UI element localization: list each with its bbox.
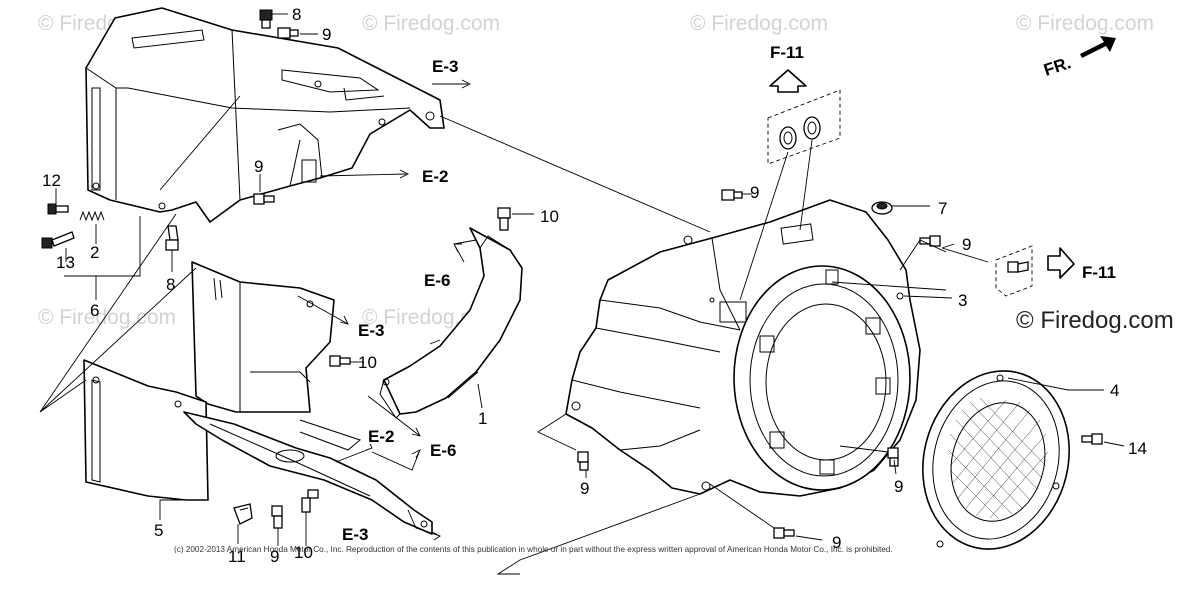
bolt-detail-box: [995, 245, 1033, 297]
bolt-13: [41, 231, 75, 249]
grommet-detail-box: [739, 89, 841, 301]
ref-e3-mid: E-3: [358, 321, 384, 340]
bolt-8-lower: [165, 225, 179, 251]
reference-arrows: [297, 79, 477, 541]
callout-9-shroud-d: 9: [894, 477, 903, 496]
callout-10-c: 10: [294, 543, 313, 562]
clip-11: [233, 503, 253, 525]
leader-lines: [39, 13, 1125, 575]
watermark-4: © Firedog.com: [1016, 12, 1154, 35]
front-arrow-icon: [1080, 36, 1116, 58]
upper-shroud-part-6: [85, 7, 445, 223]
bolt-9-shroud-b: [919, 235, 941, 247]
callout-8-lower: 8: [166, 275, 175, 294]
callout-11: 11: [228, 547, 246, 566]
ref-e6-top: E-6: [424, 271, 450, 290]
bolt-8-top: [259, 9, 273, 29]
hardware: [41, 9, 1103, 539]
bolt-9-mid: [253, 193, 275, 205]
callout-3: 3: [958, 291, 967, 310]
ref-e2-low: E-2: [368, 427, 394, 446]
ref-e6-low: E-6: [430, 441, 456, 460]
air-guide-part-1: [379, 227, 523, 419]
ref-e3-low: E-3: [342, 525, 368, 544]
spring-2: [79, 210, 105, 222]
callout-10-b: 10: [358, 353, 377, 372]
front-marker: FR.: [1041, 53, 1073, 80]
callout-7: 7: [938, 199, 947, 218]
bolt-9-shroud-d: [887, 447, 899, 467]
bolt-9-shroud-c: [577, 451, 589, 471]
callout-12: 12: [42, 171, 61, 190]
callout-2: 2: [90, 243, 99, 262]
bolt-9-shroud-e: [773, 527, 795, 539]
bolt-9-shroud-a: [721, 189, 743, 201]
bolt-12: [47, 203, 69, 215]
callout-9-shroud-c: 9: [580, 479, 589, 498]
watermark-corner: © Firedog.com: [1016, 307, 1174, 334]
lower-shroud-part-5: [83, 359, 209, 501]
ref-f11-top: F-11: [770, 43, 804, 62]
callout-9-shroud-b: 9: [962, 235, 971, 254]
bolt-9-top: [277, 27, 299, 39]
bolt-10-c: [301, 489, 319, 513]
bolt-10-b: [329, 355, 351, 367]
callout-9-shroud-e: 9: [832, 533, 841, 552]
callout-9-lowleft: 9: [270, 547, 279, 566]
bolt-10-a: [497, 207, 511, 231]
labels: 8 9 9 12 2 13 6 8 10 10 1 5 11 9 10 9 7 …: [42, 5, 1147, 566]
callout-8-top: 8: [292, 5, 301, 24]
callout-9-top: 9: [322, 25, 331, 44]
right-arrow-icon: [1047, 247, 1075, 279]
copyright-notice: (c) 2002-2013 American Honda Motor Co., …: [174, 545, 893, 554]
watermark-3: © Firedog.com: [690, 12, 828, 35]
base-bracket: [183, 411, 433, 535]
bolt-9-lowleft: [271, 505, 283, 529]
up-arrow-icon: [769, 69, 807, 93]
callout-9-shroud-a: 9: [750, 183, 759, 202]
side-plate: [191, 261, 335, 413]
callout-5: 5: [154, 521, 163, 540]
grommet-7: [871, 201, 893, 215]
bolt-14: [1081, 433, 1103, 445]
ref-e2-top: E-2: [422, 167, 448, 186]
ref-f11-right: F-11: [1082, 263, 1116, 282]
callout-9-mid: 9: [254, 157, 263, 176]
watermark-2: © Firedog.com: [362, 12, 500, 35]
watermark-5: © Firedog.com: [38, 306, 176, 329]
callout-13: 13: [56, 253, 75, 272]
fan-shroud-part-3: [565, 199, 921, 497]
callout-10-a: 10: [540, 207, 559, 226]
callout-1: 1: [478, 409, 487, 428]
callout-6: 6: [90, 301, 99, 320]
callout-14: 14: [1128, 439, 1147, 458]
ref-e3-top: E-3: [432, 57, 458, 76]
callout-4: 4: [1110, 381, 1119, 400]
fan-screen-part-4: [922, 370, 1070, 550]
